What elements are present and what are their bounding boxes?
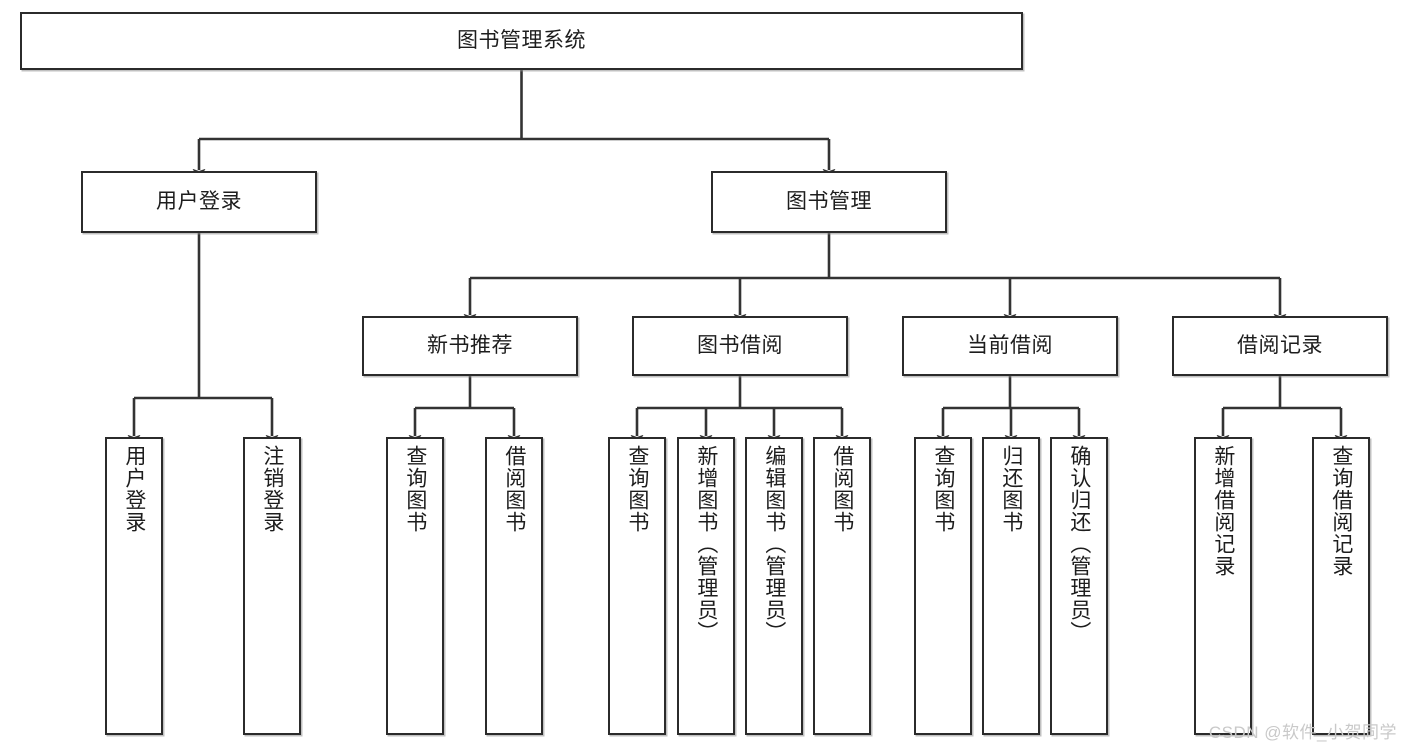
- node-leaf-borrow-book-2[interactable]: 借阅图书: [813, 437, 871, 735]
- node-root[interactable]: 图书管理系统: [20, 12, 1023, 70]
- node-new-book-rec[interactable]: 新书推荐: [362, 316, 578, 376]
- node-leaf-query-book-3[interactable]: 查询图书: [914, 437, 972, 735]
- node-leaf-query-record[interactable]: 查询借阅记录: [1312, 437, 1370, 735]
- node-leaf-borrow-book-1[interactable]: 借阅图书: [485, 437, 543, 735]
- node-leaf-return-book[interactable]: 归还图书: [982, 437, 1040, 735]
- node-leaf-query-book-1[interactable]: 查询图书: [386, 437, 444, 735]
- node-label-root: 图书管理系统: [457, 28, 586, 52]
- node-leaf-add-record[interactable]: 新增借阅记录: [1194, 437, 1252, 735]
- node-label-new-book-rec: 新书推荐: [427, 333, 513, 357]
- node-book-manage[interactable]: 图书管理: [711, 171, 947, 233]
- node-label-leaf-confirm-ret: 确认归还（管理员）: [1067, 445, 1091, 643]
- node-user-login[interactable]: 用户登录: [81, 171, 317, 233]
- node-label-leaf-user-login: 用户登录: [122, 445, 146, 533]
- node-label-leaf-query-book-1: 查询图书: [403, 445, 427, 533]
- node-label-leaf-edit-book: 编辑图书（管理员）: [762, 445, 786, 643]
- node-leaf-user-login[interactable]: 用户登录: [105, 437, 163, 735]
- node-leaf-query-book-2[interactable]: 查询图书: [608, 437, 666, 735]
- node-label-leaf-query-book-2: 查询图书: [625, 445, 649, 533]
- node-label-leaf-borrow-book-2: 借阅图书: [830, 445, 854, 533]
- node-label-leaf-add-book: 新增图书（管理员）: [694, 445, 718, 643]
- node-label-borrow-record: 借阅记录: [1237, 333, 1323, 357]
- node-leaf-add-book[interactable]: 新增图书（管理员）: [677, 437, 735, 735]
- node-label-leaf-return-book: 归还图书: [999, 445, 1023, 533]
- node-current-borrow[interactable]: 当前借阅: [902, 316, 1118, 376]
- node-leaf-confirm-ret[interactable]: 确认归还（管理员）: [1050, 437, 1108, 735]
- node-borrow-record[interactable]: 借阅记录: [1172, 316, 1388, 376]
- node-label-leaf-borrow-book-1: 借阅图书: [502, 445, 526, 533]
- node-leaf-user-logout[interactable]: 注销登录: [243, 437, 301, 735]
- node-label-current-borrow: 当前借阅: [967, 333, 1053, 357]
- node-leaf-edit-book[interactable]: 编辑图书（管理员）: [745, 437, 803, 735]
- node-book-borrow[interactable]: 图书借阅: [632, 316, 848, 376]
- node-label-book-manage: 图书管理: [786, 189, 872, 213]
- node-label-leaf-query-record: 查询借阅记录: [1329, 445, 1353, 577]
- node-label-leaf-query-book-3: 查询图书: [931, 445, 955, 533]
- node-label-leaf-user-logout: 注销登录: [260, 445, 284, 533]
- node-label-book-borrow: 图书借阅: [697, 333, 783, 357]
- node-label-leaf-add-record: 新增借阅记录: [1211, 445, 1235, 577]
- watermark-label: CSDN @软件_小贺同学: [1208, 723, 1397, 742]
- node-label-user-login: 用户登录: [156, 189, 242, 213]
